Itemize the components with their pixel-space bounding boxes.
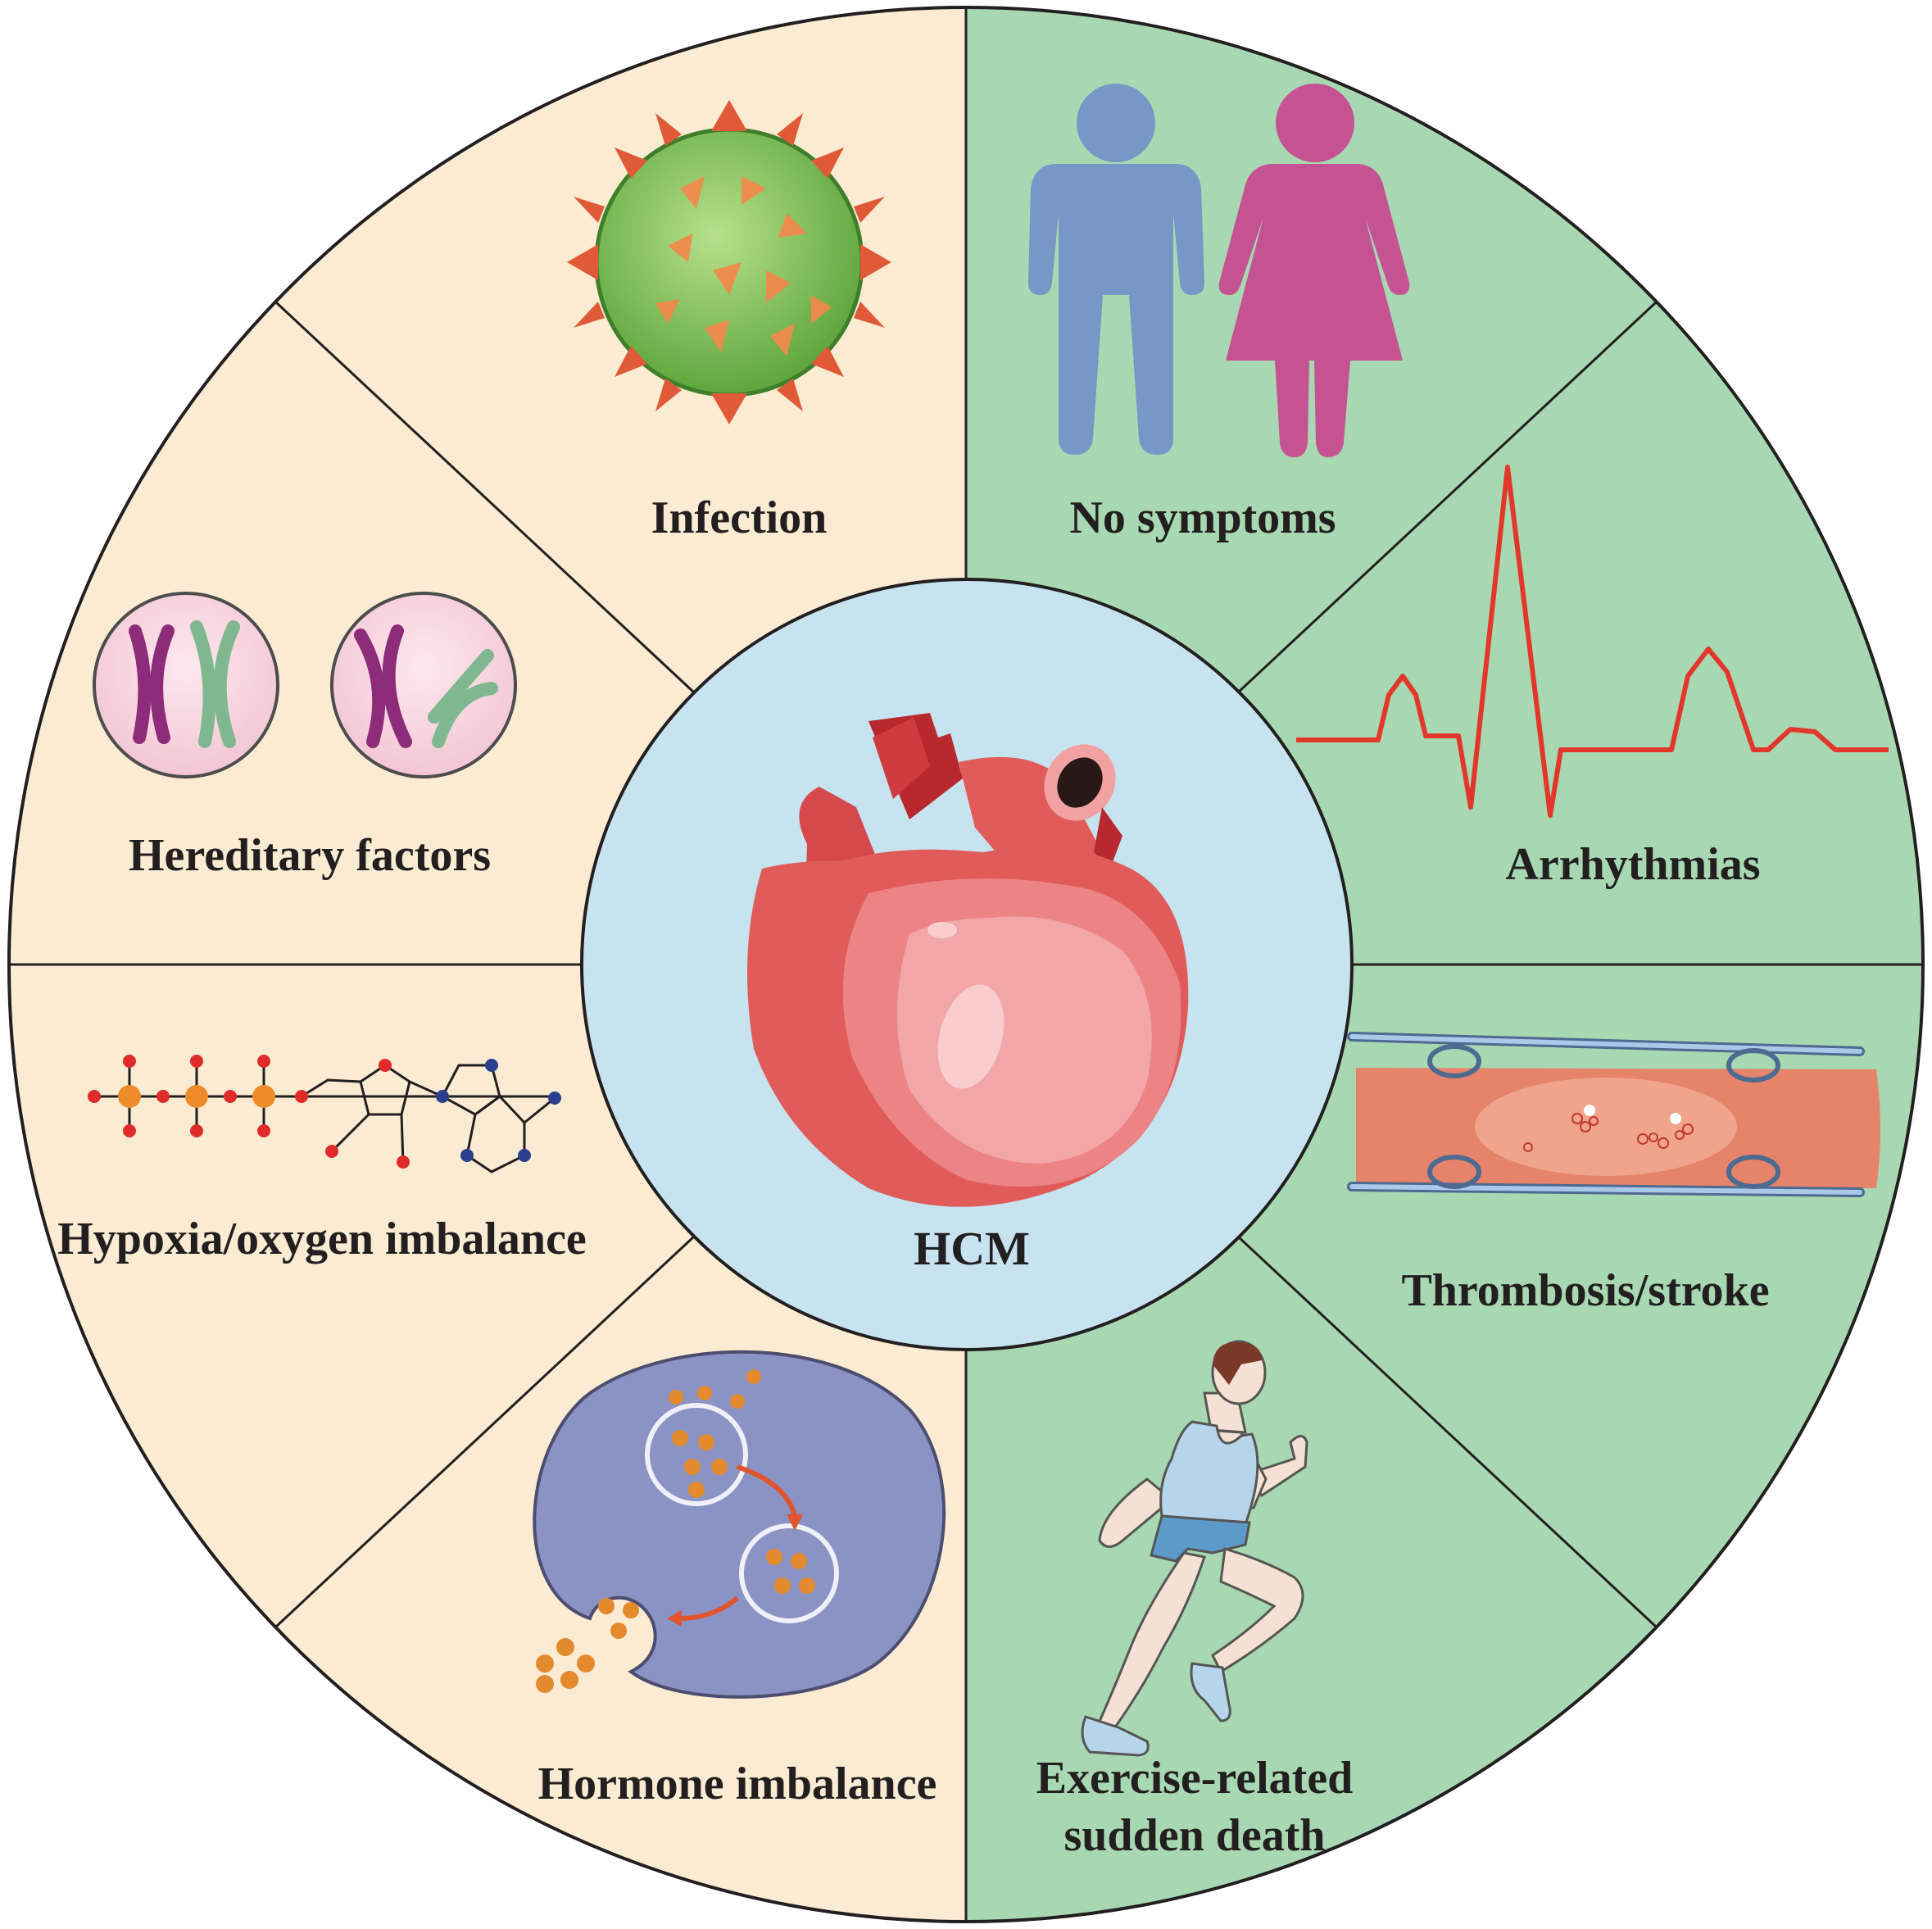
sector-dividers (9, 7, 1923, 1922)
ecg-trace-icon (1296, 465, 1889, 818)
atp-molecule-icon (88, 1055, 561, 1173)
hormone-label: Hormone imbalance (538, 1759, 937, 1809)
no-symptoms-label: No symptoms (1069, 492, 1336, 543)
hereditary-label: Hereditary factors (129, 830, 491, 881)
chromosome-cell-icon (330, 592, 517, 778)
heart-icon (747, 713, 1189, 1207)
sudden-death-label-line2: sudden death (1064, 1810, 1325, 1861)
infection-label: Infection (651, 492, 828, 543)
hcm-label: HCM (914, 1222, 1030, 1275)
runner-icon (1081, 1340, 1308, 1757)
thrombosis-label: Thrombosis/stroke (1401, 1265, 1769, 1316)
secretory-cell-icon (533, 1350, 946, 1699)
hypoxia-label: Hypoxia/oxygen imbalance (57, 1214, 587, 1264)
female-figure-icon (1218, 84, 1410, 457)
blood-vessel-icon (1347, 1032, 1880, 1197)
arrhythmias-label: Arrhythmias (1505, 839, 1760, 890)
chromosome-cell-icon (93, 592, 279, 778)
male-figure-icon (1028, 84, 1204, 455)
sudden-death-label-line1: Exercise-related (1036, 1753, 1354, 1804)
virus-icon (567, 100, 891, 424)
